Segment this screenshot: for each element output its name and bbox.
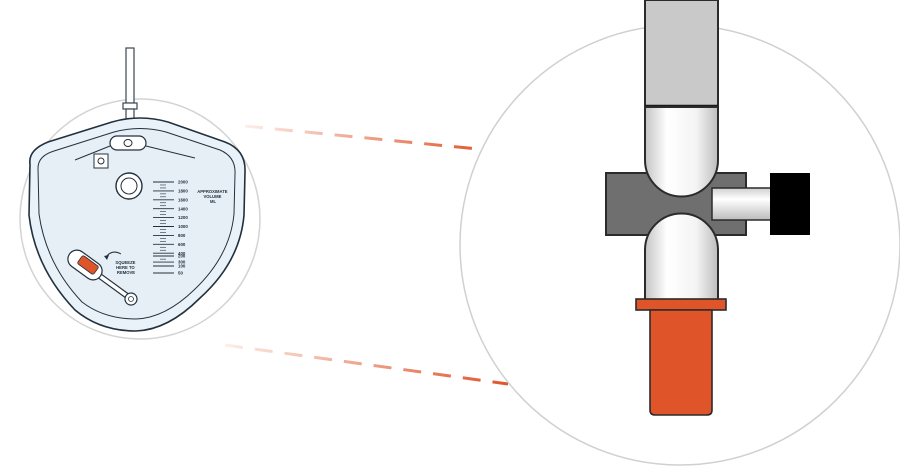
scale-label: 300 xyxy=(178,260,186,265)
scale-label: 50 xyxy=(178,271,183,276)
rotate-arrow-icon xyxy=(104,251,122,260)
scale-label: 1400 xyxy=(178,206,188,211)
scale-label: 400 xyxy=(178,251,186,256)
volume-label: APPROXIMATE VOLUME ML xyxy=(197,189,229,204)
scale-label: 1800 xyxy=(178,189,188,194)
drain-outlet[interactable] xyxy=(64,247,138,306)
instruction-line: HERE TO xyxy=(116,265,135,270)
valve-icon xyxy=(605,0,810,416)
scale-label: 100 xyxy=(178,264,186,269)
scale-label: 800 xyxy=(178,233,186,238)
leader-line-bottom xyxy=(224,343,509,386)
volume-label-line: VOLUME xyxy=(203,194,221,199)
scale-label: 600 xyxy=(178,242,186,247)
scale-label: 1200 xyxy=(178,215,188,220)
volume-label-line: APPROXIMATE xyxy=(197,189,228,194)
squeeze-instruction: SQUEEZE HERE TO REMOVE xyxy=(115,260,136,275)
scale-label: 200 xyxy=(178,254,186,259)
instruction-line: REMOVE xyxy=(117,270,135,275)
volume-label-line: ML xyxy=(210,199,216,204)
scale-label: 2000 xyxy=(178,180,188,185)
instruction-line: SQUEEZE xyxy=(115,260,135,265)
scale-label: 1600 xyxy=(178,197,188,202)
scale-label: 1000 xyxy=(178,224,188,229)
leader-line-top xyxy=(244,124,489,152)
